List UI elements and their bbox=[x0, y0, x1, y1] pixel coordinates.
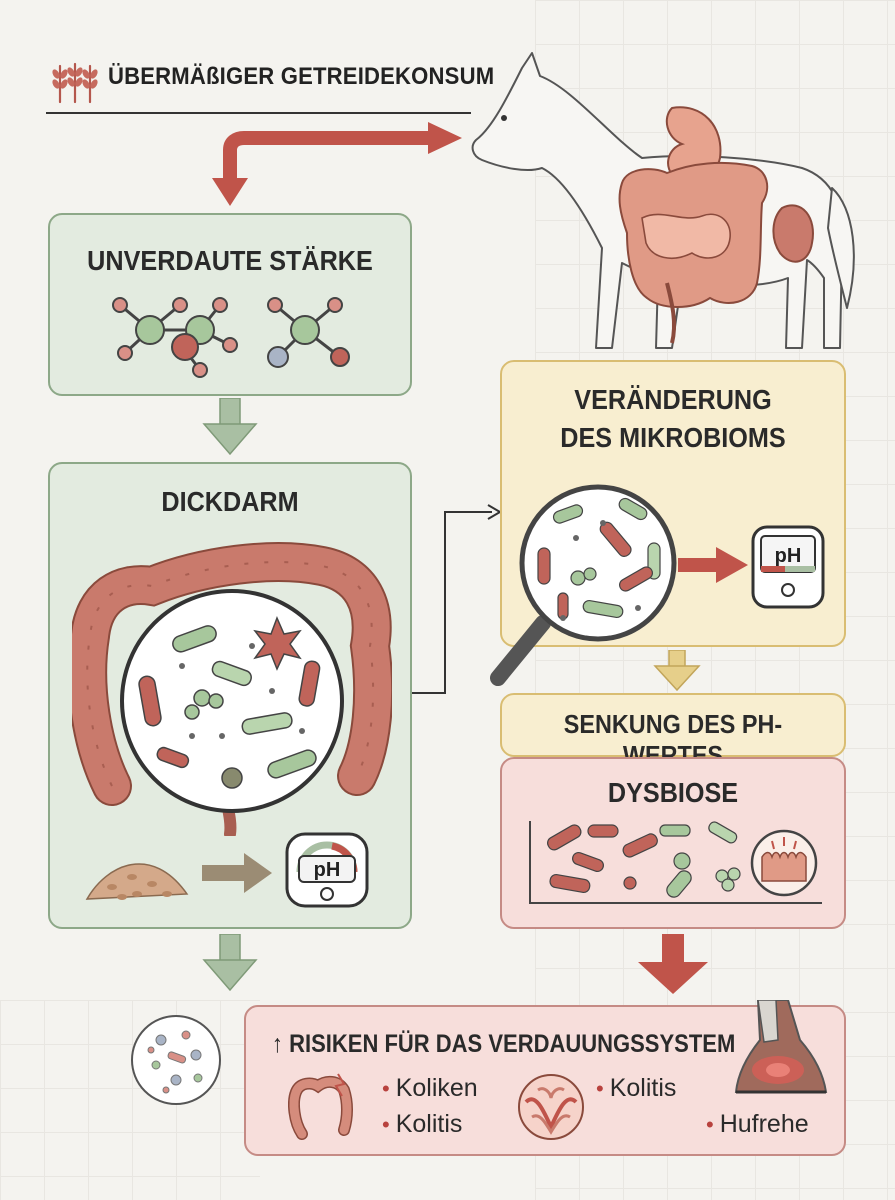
horse-illustration bbox=[471, 52, 855, 349]
intestinal-wall-icon bbox=[518, 1074, 584, 1140]
box-colon: DICKDARM pH bbox=[48, 462, 412, 929]
molecule-icon bbox=[112, 297, 350, 378]
magnifier-icon bbox=[490, 484, 677, 686]
intestine-icon bbox=[288, 1073, 353, 1140]
page-title: ÜBERMÄßIGER GETREIDEKONSUM bbox=[108, 63, 495, 90]
risk-item-laminitis: •Hufrehe bbox=[706, 1110, 809, 1138]
background-grid-left bbox=[0, 1000, 260, 1200]
box-title-microbiome-line1: VERÄNDERUNG bbox=[574, 384, 772, 415]
box-dysbiosis: DYSBIOSE bbox=[500, 757, 846, 929]
box-undigested-starch: UNVERDAUTE STÄRKE bbox=[48, 213, 412, 396]
flow-arrow-down-1 bbox=[202, 398, 258, 456]
flow-arrow-down-4 bbox=[638, 934, 708, 994]
title-underline bbox=[46, 112, 471, 114]
box-title-colon: DICKDARM bbox=[161, 486, 299, 517]
ph-meter-icon: pH bbox=[751, 525, 825, 609]
flow-arrow-down-2 bbox=[202, 934, 258, 992]
risk-item-colic: •Koliken bbox=[382, 1074, 478, 1102]
flow-arrow-down-3 bbox=[653, 650, 701, 692]
arrow-right-red bbox=[678, 547, 748, 583]
flow-arrow-top bbox=[212, 122, 462, 206]
microbe-dish-icon bbox=[131, 1015, 221, 1105]
hoof-icon bbox=[734, 1000, 828, 1094]
box-title-microbiome-line2: DES MIKROBIOMS bbox=[560, 422, 786, 453]
risk-item-colitis-1: •Kolitis bbox=[382, 1110, 463, 1138]
dysbiosis-bacteria-illustration bbox=[529, 821, 822, 904]
risk-item-colitis-2: •Kolitis bbox=[596, 1074, 677, 1102]
grain-pile-icon bbox=[85, 853, 272, 900]
wheat-icon bbox=[52, 62, 98, 104]
box-ph-drop: SENKUNG DES PH-WERTES bbox=[500, 693, 846, 770]
ph-label-microbiome: pH bbox=[775, 545, 802, 567]
colon-illustration bbox=[72, 542, 392, 836]
risks-title: ↑ RISIKEN FÜR DAS VERDAUUNGSSYSTEM bbox=[272, 1030, 736, 1058]
box-title-dysbiosis: DYSBIOSE bbox=[607, 777, 739, 808]
ph-gauge-icon: pH bbox=[285, 832, 369, 908]
ph-label-colon: pH bbox=[314, 859, 341, 881]
box-title-undigested-starch: UNVERDAUTE STÄRKE bbox=[87, 245, 373, 276]
